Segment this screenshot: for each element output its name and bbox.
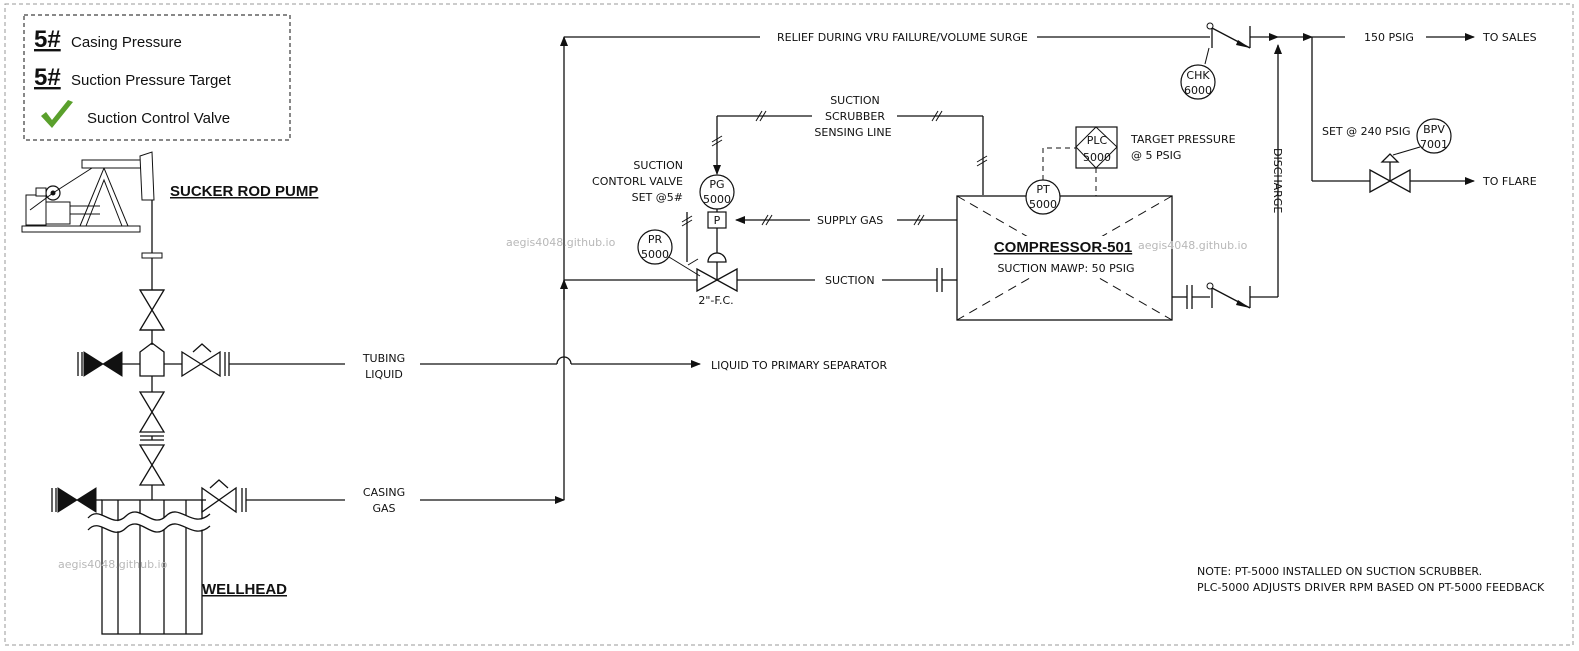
check-icon — [41, 100, 73, 128]
supply-gas-label: SUPPLY GAS — [817, 214, 883, 227]
scrubber-label-2: SCRUBBER — [825, 110, 885, 123]
pumpjack-icon — [21, 151, 155, 233]
sucker-rod-pump-title: SUCKER ROD PUMP — [170, 183, 318, 200]
watermark-2: aegis4048.github.io — [1138, 239, 1248, 252]
cv-label-2: CONTORL VALVE — [592, 175, 683, 188]
casing-valve-right-open — [201, 479, 247, 514]
to-sales-label: TO SALES — [1482, 31, 1537, 44]
compressor-title: COMPRESSOR-501 — [994, 239, 1132, 256]
svg-text:PT: PT — [1036, 183, 1050, 196]
svg-text:5000: 5000 — [703, 193, 731, 206]
svg-text:PG: PG — [709, 178, 724, 191]
legend-suction-label: Suction Pressure Target — [71, 72, 232, 89]
svg-text:5000: 5000 — [641, 248, 669, 261]
svg-text:6000: 6000 — [1184, 84, 1212, 97]
wellhead-master-valve-2 — [138, 444, 166, 486]
discharge-check-valve — [1206, 282, 1251, 309]
wellhead-master-valve-1 — [138, 391, 166, 433]
cv-label-3: SET @5# — [632, 191, 683, 204]
note-line-2: PLC-5000 ADJUSTS DRIVER RPM BASED ON PT-… — [1197, 581, 1545, 594]
compressor-mawp: SUCTION MAWP: 50 PSIG — [997, 262, 1134, 275]
set-240-label: SET @ 240 PSIG — [1322, 125, 1411, 138]
positioner-label: P — [714, 214, 721, 227]
bpv-7001-valve: BPV 7001 — [1369, 118, 1452, 194]
target-pressure-2: @ 5 PSIG — [1131, 149, 1181, 162]
compressor-501 — [956, 195, 1173, 321]
liquid-to-separator-label: LIQUID TO PRIMARY SEPARATOR — [711, 359, 887, 372]
casing-head — [84, 499, 214, 635]
relief-check-valve — [1206, 22, 1251, 49]
wellhead-upper-valve — [138, 289, 166, 331]
legend-control-valve-label: Suction Control Valve — [87, 110, 230, 127]
casing-gas-label-2: GAS — [372, 502, 395, 515]
wellhead-tee — [139, 342, 165, 377]
scrubber-label-1: SUCTION — [830, 94, 880, 107]
legend-suction-value: 5# — [34, 64, 61, 91]
tubing-wing-valve-open — [164, 343, 230, 378]
valve-size-label: 2"-F.C. — [698, 294, 733, 307]
relief-label: RELIEF DURING VRU FAILURE/VOLUME SURGE — [777, 31, 1028, 44]
watermark-1: aegis4048.github.io — [506, 236, 616, 249]
chk-6000-instrument: CHK 6000 — [1180, 47, 1216, 100]
wellhead-title: WELLHEAD — [202, 581, 287, 598]
svg-text:PLC: PLC — [1087, 134, 1108, 147]
svg-text:7001: 7001 — [1420, 138, 1448, 151]
legend-casing-label: Casing Pressure — [71, 34, 182, 51]
watermark-3: aegis4048.github.io — [58, 558, 168, 571]
scrubber-label-3: SENSING LINE — [814, 126, 891, 139]
target-pressure-1: TARGET PRESSURE — [1130, 133, 1236, 146]
psig-150-label: 150 PSIG — [1364, 31, 1414, 44]
tubing-wing-valve-closed — [77, 351, 140, 377]
svg-text:BPV: BPV — [1423, 123, 1445, 136]
casing-valve-left-closed — [51, 487, 102, 513]
pg-5000-gauge: PG 5000 — [699, 174, 735, 210]
svg-text:CHK: CHK — [1186, 69, 1210, 82]
tubing-label-1: TUBING — [362, 352, 405, 365]
legend-casing-value: 5# — [34, 26, 61, 53]
casing-gas-label-1: CASING — [363, 486, 405, 499]
suction-label: SUCTION — [825, 274, 875, 287]
svg-text:5000: 5000 — [1029, 198, 1057, 211]
diagram-border — [4, 3, 1574, 646]
legend: 5# Casing Pressure 5# Suction Pressure T… — [23, 14, 291, 141]
pr-5000-regulator: PR 5000 — [637, 229, 673, 265]
tubing-label-2: LIQUID — [365, 368, 403, 381]
stuffing-box — [141, 252, 163, 259]
note-line-1: NOTE: PT-5000 INSTALLED ON SUCTION SCRUB… — [1197, 565, 1482, 578]
svg-text:PR: PR — [648, 233, 663, 246]
plc-5000-controller: PLC 5000 — [1075, 126, 1118, 169]
pt-5000-transmitter: PT 5000 — [1025, 179, 1061, 215]
discharge-label: DISCHARGE — [1271, 148, 1284, 213]
to-flare-label: TO FLARE — [1482, 175, 1537, 188]
svg-text:5000: 5000 — [1083, 151, 1111, 164]
cv-label-1: SUCTION — [633, 159, 683, 172]
suction-control-valve — [696, 228, 738, 293]
